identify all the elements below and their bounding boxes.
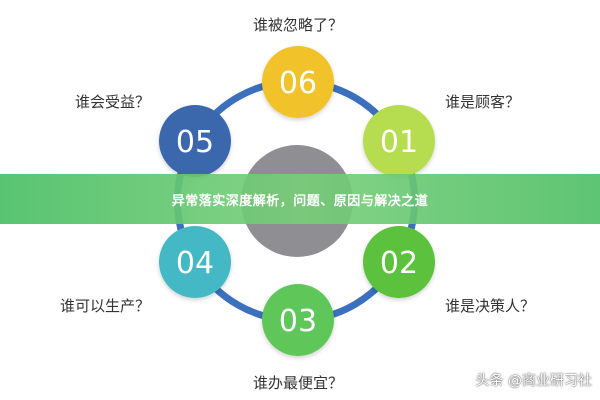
node-circle — [262, 46, 334, 118]
node-02: 02 — [363, 226, 435, 298]
watermark: 头条 @商业研习社 — [450, 370, 592, 390]
node-number: 03 — [279, 304, 317, 339]
node-03: 03 — [262, 284, 334, 356]
node-06: 06 — [262, 46, 334, 118]
node-01: 01 — [363, 105, 435, 177]
question-label-01: 谁是顾客？ — [445, 93, 520, 111]
title-banner: 异常落实深度解析，问题、原因与解决之道 — [0, 174, 600, 224]
watermark-text: 头条 @商业研习社 — [475, 373, 592, 389]
node-number: 01 — [380, 125, 418, 160]
node-circle — [159, 226, 231, 298]
node-circle — [363, 105, 435, 177]
node-number: 05 — [176, 125, 214, 160]
question-label-03: 谁办最便宜？ — [253, 374, 343, 392]
node-number: 06 — [279, 66, 317, 101]
question-label-04: 谁可以生产？ — [60, 297, 150, 315]
node-05: 05 — [159, 105, 231, 177]
node-number: 02 — [380, 246, 418, 281]
question-label-02: 谁是决策人？ — [445, 297, 535, 315]
question-label-05: 谁会受益？ — [75, 93, 150, 111]
node-circle — [159, 105, 231, 177]
node-circle — [262, 284, 334, 356]
question-label-06: 谁被忽略了？ — [253, 16, 343, 34]
camera-icon — [450, 373, 469, 387]
node-04: 04 — [159, 226, 231, 298]
node-circle — [363, 226, 435, 298]
banner-title: 异常落实深度解析，问题、原因与解决之道 — [171, 193, 429, 209]
node-number: 04 — [176, 246, 214, 281]
